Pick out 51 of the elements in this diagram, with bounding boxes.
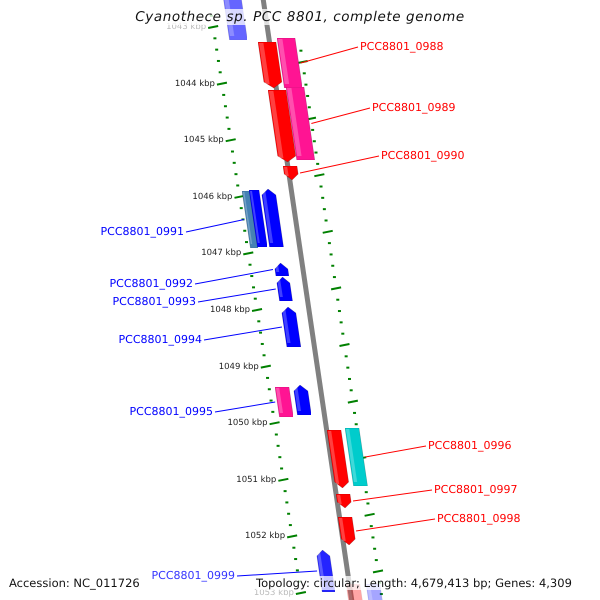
gene-segment: [223, 0, 248, 40]
scale-label: 1048 kbp: [210, 305, 250, 315]
scale-label: 1045 kbp: [184, 135, 224, 146]
gene-segment: [327, 430, 350, 488]
gene-label: PCC8801_0993: [76, 295, 196, 308]
gene-segment: [286, 87, 315, 160]
gene-segment: [283, 166, 300, 180]
gene-label: PCC8801_0992: [73, 277, 193, 290]
gene-label: PCC8801_0991: [64, 225, 184, 238]
leader-line: [194, 269, 274, 284]
gene-label: PCC8801_0994: [82, 333, 202, 346]
gene-segment: [249, 190, 268, 247]
gene-segment: [336, 494, 352, 508]
gene-label: PCC8801_0989: [372, 101, 456, 114]
gene-label: PCC8801_0988: [360, 40, 444, 53]
gene-label: PCC8801_0996: [428, 439, 512, 452]
gene-segment: [345, 428, 368, 486]
leader-line: [236, 570, 318, 576]
scale-label: 1044 kbp: [174, 78, 215, 89]
gene-segment: [258, 42, 283, 88]
gene-segment: [338, 517, 356, 545]
leader-line: [356, 518, 436, 532]
scale-label: 1052 kbp: [245, 531, 286, 542]
gene-label: PCC8801_0990: [381, 149, 464, 162]
leader-line: [204, 326, 282, 340]
scale-label: 1050 kbp: [228, 418, 268, 428]
gene-segment: [268, 90, 297, 162]
footer-text: Accession: NC_011726: [9, 576, 140, 590]
leader-line: [364, 446, 426, 458]
leader-line: [300, 46, 358, 64]
gene-segment: [261, 189, 284, 247]
leader-line: [300, 156, 380, 174]
scale-label: 1051 kbp: [236, 474, 276, 485]
gene-label: PCC8801_0997: [434, 483, 518, 496]
gene-segment: [275, 387, 294, 417]
gene-label: PCC8801_0995: [93, 405, 213, 418]
scale-label: 1046 kbp: [192, 192, 232, 202]
gene-segment: [277, 38, 302, 88]
leader-line: [198, 288, 276, 302]
gene-segment: [274, 263, 289, 276]
gene-segment: [281, 307, 301, 347]
leader-line: [214, 402, 276, 412]
leader-line: [186, 219, 245, 232]
scale-label: 1053 kbp: [254, 588, 294, 598]
scale-label: 1049 kbp: [218, 362, 259, 372]
scale-label: 1043 kbp: [166, 22, 206, 32]
gene-label: PCC8801_0998: [437, 512, 520, 525]
leader-line: [310, 108, 370, 124]
gene-segment: [293, 385, 312, 415]
leader-line: [352, 490, 432, 502]
scale-label: 1047 kbp: [201, 248, 242, 258]
